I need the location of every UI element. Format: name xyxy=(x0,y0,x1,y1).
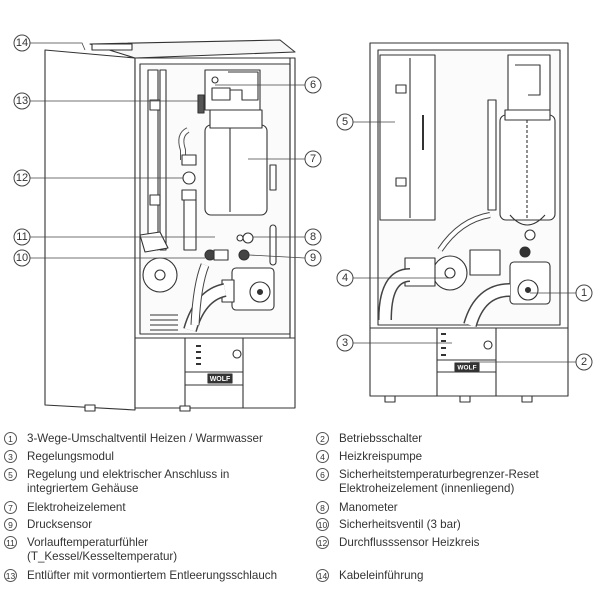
callout-7: 7 xyxy=(248,150,322,168)
legend-number: 7 xyxy=(4,501,17,514)
legend-number: 9 xyxy=(4,518,17,531)
legend-item-9: 9 Drucksensor xyxy=(4,518,277,532)
svg-text:5: 5 xyxy=(342,116,348,128)
right-unit: WOLF xyxy=(369,42,569,403)
left-unit: WOLF xyxy=(44,39,296,412)
legend-text: Regelung und elektrischer Anschluss in i… xyxy=(27,468,230,495)
svg-text:7: 7 xyxy=(310,153,316,165)
callout-11: 11 xyxy=(13,228,215,246)
legend-text: Kabeleinführung xyxy=(339,569,424,582)
legend-text: Sicherheitsventil (3 bar) xyxy=(339,518,461,531)
legend-item-3: 3 Regelungsmodul xyxy=(4,450,277,464)
operating-switch xyxy=(483,340,493,350)
front-door-panel xyxy=(44,49,136,411)
legend-item-5: 5 Regelung und elektrischer Anschluss in… xyxy=(4,468,272,496)
legend-number: 12 xyxy=(316,536,329,549)
legend-number: 8 xyxy=(316,501,329,514)
callout-4: 4 xyxy=(336,269,450,287)
svg-text:8: 8 xyxy=(310,231,316,243)
legend-text: 3-Wege-Umschaltventil Heizen / Warmwasse… xyxy=(27,432,263,445)
legend-item-11: 11 Vorlauftemperaturfühler (T_Kessel/Kes… xyxy=(4,536,267,564)
legend-text: Manometer xyxy=(339,501,398,514)
legend-text: Sicherheitstemperaturbegrenzer-Reset Ele… xyxy=(339,468,539,495)
legend-item-14: 14 Kabeleinführung xyxy=(316,569,589,583)
legend-number: 4 xyxy=(316,450,329,463)
callout-13: 13 xyxy=(13,92,200,110)
air-vent xyxy=(197,94,205,114)
legend-item-7: 7 Elektroheizelement xyxy=(4,501,277,515)
svg-text:13: 13 xyxy=(16,95,28,107)
callout-3: 3 xyxy=(336,334,452,352)
legend-item-10: 10 Sicherheitsventil (3 bar) xyxy=(316,518,589,532)
legend-number: 5 xyxy=(4,468,17,481)
legend-number: 10 xyxy=(316,518,329,531)
legend-text: Drucksensor xyxy=(27,518,93,531)
operating-switch-left xyxy=(232,349,242,359)
legend-item-4: 4 Heizkreispumpe xyxy=(316,450,589,464)
svg-text:6: 6 xyxy=(310,79,316,91)
manometer xyxy=(242,232,254,244)
wolf-logo-left: WOLF xyxy=(210,376,231,383)
legend-item-8: 8 Manometer xyxy=(316,501,589,515)
svg-text:9: 9 xyxy=(310,252,316,264)
top-panel xyxy=(89,39,296,59)
legend-item-1: 1 3-Wege-Umschaltventil Heizen / Warmwas… xyxy=(4,432,277,446)
legend-text: Betriebsschalter xyxy=(339,432,423,445)
legend-number: 3 xyxy=(4,450,17,463)
pressure-sensor xyxy=(238,249,250,261)
svg-text:3: 3 xyxy=(342,337,348,349)
callout-12: 12 xyxy=(13,169,183,187)
callout-14: 14 xyxy=(13,34,86,52)
svg-text:14: 14 xyxy=(16,37,28,49)
flow-sensor xyxy=(182,171,196,185)
legend-number: 11 xyxy=(4,536,17,549)
legend: 1 3-Wege-Umschaltventil Heizen / Warmwas… xyxy=(0,428,600,600)
wolf-logo-right: WOLF xyxy=(457,365,476,372)
legend-number: 6 xyxy=(316,468,329,481)
svg-text:1: 1 xyxy=(581,287,587,299)
callout-1: 1 xyxy=(530,284,593,302)
svg-text:2: 2 xyxy=(581,356,587,368)
callout-6: 6 xyxy=(215,76,322,94)
control-housing xyxy=(379,54,436,221)
legend-number: 13 xyxy=(4,569,17,582)
electric-heater-element xyxy=(204,124,268,216)
legend-item-2: 2 Betriebsschalter xyxy=(316,432,589,446)
callout-9: 9 xyxy=(248,249,322,267)
callout-5: 5 xyxy=(336,113,395,131)
svg-text:12: 12 xyxy=(16,172,28,184)
legend-text: Elektroheizelement xyxy=(27,501,126,514)
legend-text: Regelungsmodul xyxy=(27,450,115,463)
legend-text: Vorlauftemperaturfühler (T_Kessel/Kessel… xyxy=(27,536,178,563)
legend-number: 2 xyxy=(316,432,329,445)
svg-text:11: 11 xyxy=(16,231,27,243)
svg-text:10: 10 xyxy=(16,252,28,264)
callout-2: 2 xyxy=(470,353,593,371)
legend-text: Durchflusssensor Heizkreis xyxy=(339,536,480,549)
legend-item-13: 13 Entlüfter mit vormontiertem Entleerun… xyxy=(4,569,307,583)
legend-text: Entlüfter mit vormontiertem Entleerungss… xyxy=(27,569,278,582)
legend-text: Heizkreispumpe xyxy=(339,450,423,463)
svg-text:4: 4 xyxy=(342,272,348,284)
callout-8: 8 xyxy=(253,228,322,246)
technical-diagram: WOLF xyxy=(13,34,593,412)
base-left xyxy=(134,337,296,409)
legend-number: 1 xyxy=(4,432,17,445)
legend-item-6: 6 Sicherheitstemperaturbegrenzer-Reset E… xyxy=(316,468,597,496)
legend-item-12: 12 Durchflusssensor Heizkreis xyxy=(316,536,589,550)
legend-number: 14 xyxy=(316,569,329,582)
callout-10: 10 xyxy=(13,249,205,267)
